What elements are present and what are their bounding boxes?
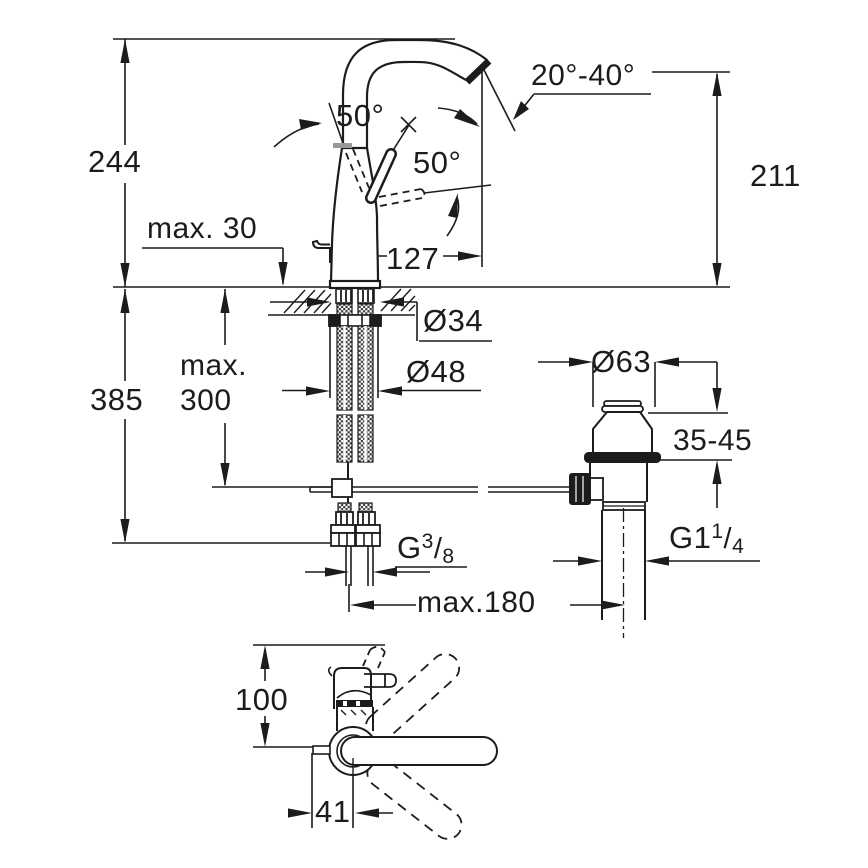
dim-handle-angle-right: 50° — [413, 145, 462, 180]
rod-joint — [331, 478, 353, 498]
connector-nut-left — [330, 532, 356, 547]
waste-cap — [592, 411, 653, 453]
base-plate — [328, 279, 382, 290]
dim-waste-deck-range: 35-45 — [673, 424, 753, 457]
lever-handle-dashed — [378, 188, 426, 207]
plan-lever — [340, 736, 498, 766]
dim-height-overall: 244 — [88, 144, 142, 179]
dim-shank-diameter: Ø34 — [423, 303, 484, 338]
dim-handle-angle-left: 50° — [336, 98, 385, 133]
connector-nut-right — [355, 532, 381, 547]
dim-base-diameter: Ø48 — [406, 354, 467, 389]
plan-handle-down-dashed — [366, 758, 463, 840]
supply-tails — [345, 546, 374, 586]
spout-angle-line — [483, 69, 516, 132]
dim-waste-diameter: Ø63 — [591, 344, 652, 379]
waste-tailpipe — [601, 510, 646, 620]
handle-arc — [446, 196, 460, 237]
pivot-cross — [391, 116, 417, 153]
rod-knob — [569, 473, 591, 505]
spout-outer — [341, 38, 488, 150]
dim-spout-angle: 20°-40° — [531, 59, 636, 92]
dim-handle-offset: 41 — [315, 794, 351, 829]
dim-supply-thread: G3/8 — [397, 530, 455, 568]
dim-spout-height: 211 — [750, 158, 801, 193]
faucet-body — [329, 146, 380, 284]
dim-drain-distance: max.180 — [417, 586, 536, 619]
body-seam — [333, 143, 352, 148]
popup-rod — [309, 486, 332, 493]
dim-deck-thickness: max. 30 — [147, 212, 258, 245]
waste-assembly — [569, 400, 661, 638]
faucet-front-view — [311, 38, 492, 290]
plan-handle-up-dashed — [364, 653, 461, 742]
plan-aerator — [364, 673, 397, 688]
plan-spout-body — [333, 667, 372, 709]
popup-knob — [311, 239, 331, 263]
counter-hatching — [283, 288, 416, 314]
arrowheads — [120, 39, 722, 818]
spout-outlet-face — [464, 58, 492, 85]
faucet-plan-view — [312, 646, 498, 840]
dim-plan-depth: 100 — [235, 682, 289, 717]
dim-below-deck-depth: 385 — [90, 382, 144, 417]
swivel-arc-left — [273, 123, 320, 148]
dim-waste-thread: G11/4 — [669, 520, 745, 558]
dim-hose-length-1: max. — [180, 349, 248, 382]
below-deck-assembly — [283, 288, 571, 586]
dim-spout-reach: 127 — [386, 241, 440, 276]
waste-flange — [584, 452, 661, 463]
dim-hose-length-2: 300 — [180, 384, 232, 417]
spout-inner — [365, 60, 467, 150]
plan-rod-stub — [312, 745, 331, 755]
